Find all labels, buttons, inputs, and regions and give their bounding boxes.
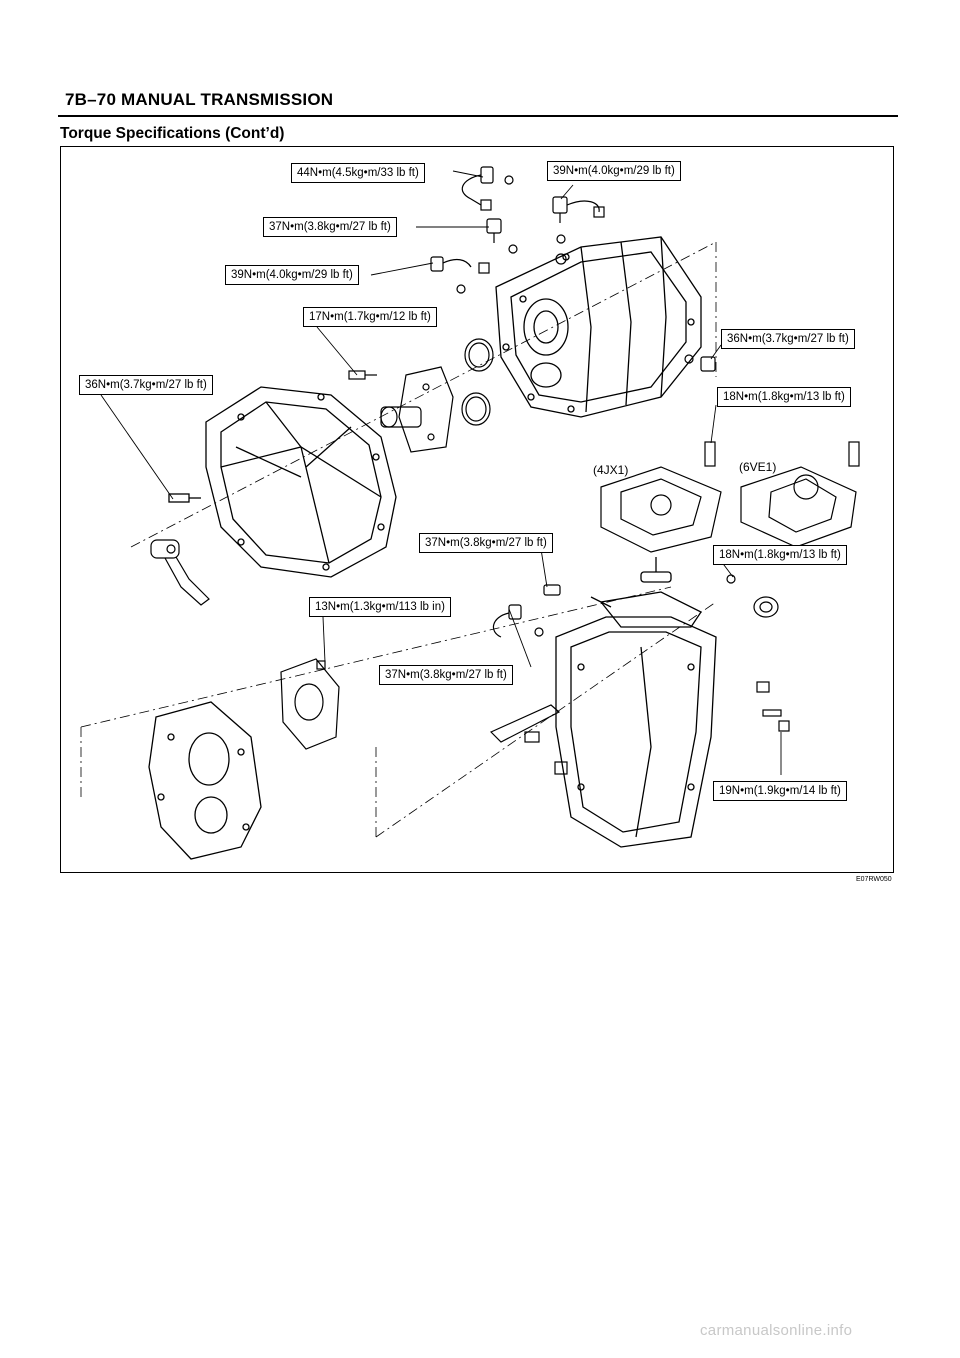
- torque-label-4: 39N•m(4.0kg•m/29 lb ft): [225, 265, 359, 285]
- torque-label-7: 36N•m(3.7kg•m/27 lb ft): [79, 375, 213, 395]
- torque-label-8: 18N•m(1.8kg•m/13 lb ft): [717, 387, 851, 407]
- torque-label-12: 37N•m(3.8kg•m/27 lb ft): [379, 665, 513, 685]
- torque-label-13: 19N•m(1.9kg•m/14 lb ft): [713, 781, 847, 801]
- leader-lines: [100, 170, 782, 775]
- variant-label-6ve1: (6VE1): [739, 460, 777, 474]
- watermark: carmanualsonline.info: [700, 1322, 853, 1339]
- torque-label-11: 13N•m(1.3kg•m/113 lb in): [309, 597, 451, 617]
- exploded-diagram: 44N•m(4.5kg•m/33 lb ft) 39N•m(4.0kg•m/29…: [60, 146, 894, 873]
- torque-label-9: 37N•m(3.8kg•m/27 lb ft): [419, 533, 553, 553]
- diagram-drawing: [80, 166, 860, 860]
- page-header: 7B–70 MANUAL TRANSMISSION: [65, 90, 334, 109]
- torque-label-10: 18N•m(1.8kg•m/13 lb ft): [713, 545, 847, 565]
- top-cover-6ve1: [740, 466, 857, 548]
- misc-parts: [489, 354, 790, 775]
- main-case: [555, 557, 717, 848]
- rear-cover-plate: [280, 658, 340, 750]
- torque-label-3: 37N•m(3.8kg•m/27 lb ft): [263, 217, 397, 237]
- top-cover-4jx1: [600, 466, 722, 553]
- section-title: Torque Specifications (Cont’d): [60, 125, 285, 142]
- sensors-top: [430, 166, 605, 294]
- clutch-housing: [168, 386, 397, 578]
- rear-case: [495, 236, 702, 418]
- torque-label-1: 44N•m(4.5kg•m/33 lb ft): [291, 163, 425, 183]
- figure-id: E07RW050: [856, 876, 892, 883]
- variant-label-4jx1: (4JX1): [593, 463, 629, 477]
- bearing-retainer: [348, 366, 454, 453]
- snap-rings: [461, 338, 494, 426]
- torque-label-5: 17N•m(1.7kg•m/12 lb ft): [303, 307, 437, 327]
- torque-label-2: 39N•m(4.0kg•m/29 lb ft): [547, 161, 681, 181]
- release-fork: [150, 539, 210, 606]
- header-rule: [58, 115, 898, 117]
- intermediate-plate: [148, 701, 262, 860]
- torque-label-6: 36N•m(3.7kg•m/27 lb ft): [721, 329, 855, 349]
- cover-bolts: [704, 441, 860, 467]
